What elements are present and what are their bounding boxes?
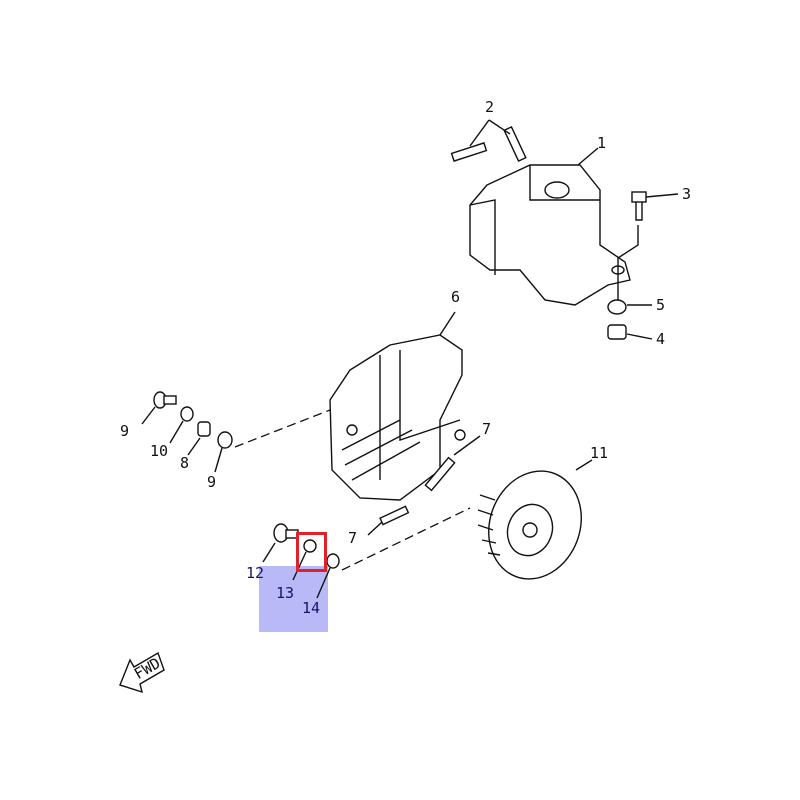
callout-14: 13 [276, 584, 294, 602]
callout-9: 9 [207, 473, 216, 491]
callout-12: 11 [590, 444, 608, 462]
part-3-bolt[interactable] [617, 191, 679, 300]
callout-15: 14 [302, 599, 320, 617]
callout-2: 2 [485, 98, 494, 116]
callout-4: 4 [656, 330, 665, 348]
part-9-nut[interactable] [214, 431, 233, 473]
part-10-bolt[interactable] [141, 391, 177, 425]
highlight-region [259, 566, 328, 632]
part-15-washer[interactable] [316, 553, 340, 599]
callout-1: 1 [597, 134, 606, 152]
selected-part-box[interactable] [296, 532, 327, 572]
callout-7b: 7 [348, 529, 357, 547]
part-6-fan-cover[interactable] [329, 311, 466, 501]
callout-10: 9 [120, 422, 129, 440]
part-5-washer[interactable] [607, 299, 652, 315]
part-1-cover[interactable] [469, 147, 631, 306]
part-4-nut[interactable] [607, 324, 653, 340]
fwd-arrow-icon: FWD [119, 651, 165, 694]
part-13-bolt[interactable] [262, 523, 299, 563]
part-8-collar[interactable] [187, 421, 211, 456]
part-7-pin[interactable] [367, 435, 481, 536]
callout-7a: 7 [482, 420, 491, 438]
assembly-line-right [341, 507, 471, 571]
assembly-line-left [234, 409, 331, 448]
callout-13: 12 [246, 564, 264, 582]
callout-3: 3 [682, 185, 691, 203]
callout-8: 8 [180, 454, 189, 472]
callout-11: 10 [150, 442, 168, 460]
part-11-washer[interactable] [169, 406, 194, 444]
part-14-lock-washer[interactable] [292, 539, 317, 581]
callout-6: 6 [451, 288, 460, 306]
part-12-flywheel[interactable] [474, 458, 596, 592]
part-2-pins[interactable] [450, 119, 527, 163]
callout-5: 5 [656, 296, 665, 314]
